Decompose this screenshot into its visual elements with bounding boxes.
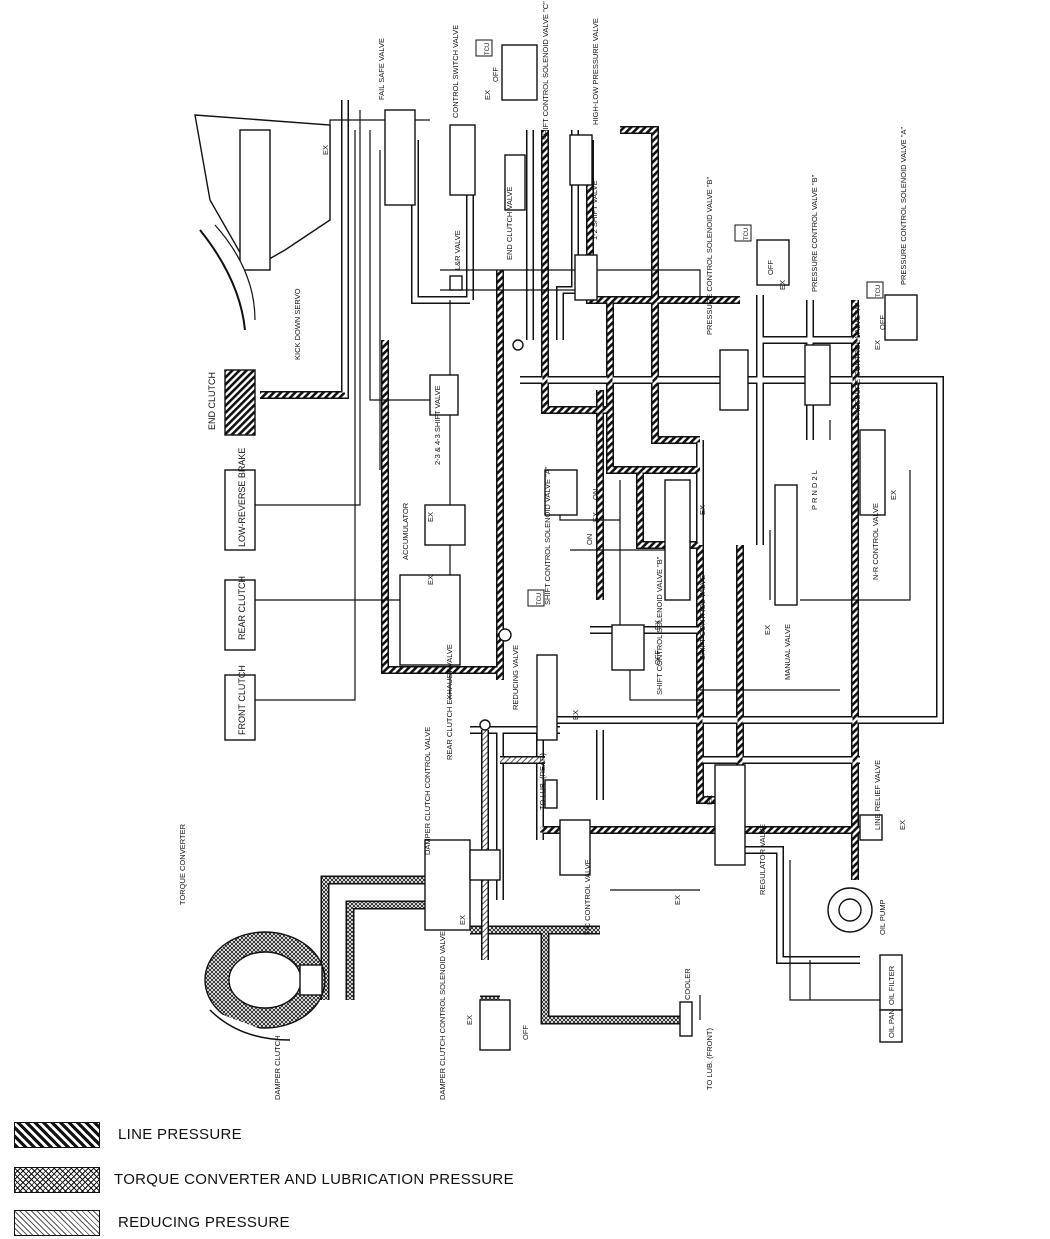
label-end-clutch: END CLUTCH	[207, 372, 217, 430]
label-prnd: P R N D 2 L	[810, 470, 819, 510]
label-control-switch-valve: CONTROL SWITCH VALVE	[451, 25, 460, 118]
hydraulic-circuit-diagram: FAIL SAFE VALVE CONTROL SWITCH VALVE SHI…	[178, 1, 944, 1100]
valve-body-components	[194, 44, 918, 1051]
label-damper-clutch: DAMPER CLUTCH	[273, 1035, 282, 1100]
label-reducing-valve: REDUCING VALVE	[511, 645, 520, 710]
tcu-tags	[475, 39, 884, 607]
label-ex: EX	[889, 490, 898, 500]
legend-reducing-pressure: REDUCING PRESSURE	[14, 1210, 614, 1238]
label-pcsv-a: PRESSURE CONTROL SOLENOID VALVE "A"	[899, 127, 908, 285]
label-shift-valve-12: 1-2 SHIFT VALVE	[590, 180, 599, 240]
label-tcu: TCU	[744, 228, 750, 240]
label-rear-clutch-exhaust: REAR CLUTCH EXHAUST VALVE	[445, 644, 454, 760]
label-cooler: COOLER	[683, 968, 692, 1000]
label-front-clutch: FRONT CLUTCH	[237, 665, 247, 735]
label-rear-clutch: REAR CLUTCH	[237, 576, 247, 640]
label-ex: EX	[483, 90, 492, 100]
label-ex: EX	[873, 340, 882, 350]
label-tcu: TCU	[876, 285, 882, 297]
label-ex: EX	[653, 620, 662, 630]
label-pcv-b: PRESSURE CONTROL VALVE "B"	[810, 174, 819, 292]
label-tc-control-valve: T/C CONTROL VALVE	[583, 859, 592, 935]
label-shift-control-valve: SHIFT CONTROL VALVE	[698, 575, 707, 660]
label-accumulator: ACCUMULATOR	[401, 502, 410, 560]
label-manual-valve: MANUAL VALVE	[783, 624, 792, 680]
label-ex: EX	[698, 505, 707, 515]
label-to-lub-rear: TO LUB. (REAR)	[538, 753, 547, 810]
component-labels: FAIL SAFE VALVE CONTROL SWITCH VALVE SHI…	[178, 1, 908, 1100]
label-shift-valve-234: 2-3 & 4-3 SHIFT VALVE	[433, 385, 442, 465]
label-torque-converter: TORQUE CONVERTER	[178, 823, 187, 905]
label-ex: EX	[673, 895, 682, 905]
label-off: OFF	[521, 1025, 530, 1040]
label-nr-control-valve: N-R CONTROL VALVE	[871, 503, 880, 580]
label-ex: EX	[763, 625, 772, 635]
reducing-swatch	[14, 1210, 100, 1236]
tag-labels: TCU TCU TCU TCU EX EX EX EX EX EX EX EX …	[321, 43, 907, 1040]
label-shift-solenoid-b: SHIFT CONTROL SOLENOID VALVE "B"	[655, 556, 664, 695]
line-pressure-passages	[260, 100, 944, 964]
label-line-relief-valve: LINE RELIEF VALVE	[873, 760, 882, 830]
tc-lub-swatch	[14, 1167, 100, 1193]
label-ex: EX	[591, 512, 600, 522]
label-fail-safe-valve: FAIL SAFE VALVE	[377, 38, 386, 100]
label-damper-clutch-control-valve: DAMPER CLUTCH CONTROL VALVE	[423, 727, 432, 855]
label-off: OFF	[653, 650, 662, 665]
label-ex: EX	[321, 145, 330, 155]
label-tcu: TCU	[485, 43, 491, 55]
label-kickdown-servo: KICK DOWN SERVO	[293, 288, 302, 360]
label-lr-valve: L&R VALVE	[453, 230, 462, 270]
label-ex: EX	[778, 280, 787, 290]
label-end-clutch-valve: END CLUTCH VALVE	[505, 187, 514, 261]
line-pressure-swatch	[14, 1122, 100, 1148]
label-pcv-a: PRESSURE CONTROL VALVE "A"	[853, 302, 862, 420]
label-regulator-valve: REGULATOR VALVE	[758, 824, 767, 895]
label-off: OFF	[766, 260, 775, 275]
legend-label: LINE PRESSURE	[118, 1126, 242, 1143]
legend-line-pressure: LINE PRESSURE	[14, 1122, 614, 1150]
label-oil-pan: OIL PAN	[887, 1009, 896, 1038]
label-oil-pump: OIL PUMP	[878, 899, 887, 935]
label-tcu: TCU	[537, 593, 543, 605]
label-off: OFF	[491, 67, 500, 82]
label-to-lub-front: TO LUB. (FRONT)	[705, 1028, 714, 1090]
label-ex: EX	[426, 575, 435, 585]
label-oil-filter: OIL FILTER	[887, 965, 896, 1005]
thin-lines	[255, 110, 911, 1020]
label-ex: EX	[898, 820, 907, 830]
legend-label: REDUCING PRESSURE	[118, 1214, 290, 1231]
label-ex: EX	[705, 795, 714, 805]
label-ex: EX	[465, 1015, 474, 1025]
label-ex: EX	[571, 710, 580, 720]
label-on: ON	[591, 489, 600, 500]
label-pcsv-b: PRESSURE CONTROL SOLENOID VALVE "B"	[705, 177, 714, 335]
label-high-low-valve: HIGH-LOW PRESSURE VALVE	[591, 18, 600, 125]
label-on: ON	[585, 534, 594, 545]
legend-label: TORQUE CONVERTER AND LUBRICATION PRESSUR…	[114, 1171, 514, 1188]
label-damper-solenoid: DAMPER CLUTCH CONTROL SOLENOID VALVE	[438, 931, 447, 1100]
reducing-passages	[481, 730, 545, 960]
label-ex: EX	[458, 915, 467, 925]
label-shift-solenoid-c: SHIFT CONTROL SOLENOID VALVE "C"	[541, 1, 550, 140]
label-ex: EX	[426, 512, 435, 522]
label-off: OFF	[878, 315, 887, 330]
label-low-reverse-brake: LOW-REVERSE BRAKE	[237, 448, 247, 547]
tc-lub-passages	[320, 855, 690, 1025]
legend-tc-lub-pressure: TORQUE CONVERTER AND LUBRICATION PRESSUR…	[14, 1167, 614, 1195]
label-shift-solenoid-a: SHIFT CONTROL SOLENOID VALVE "A"	[543, 466, 552, 605]
